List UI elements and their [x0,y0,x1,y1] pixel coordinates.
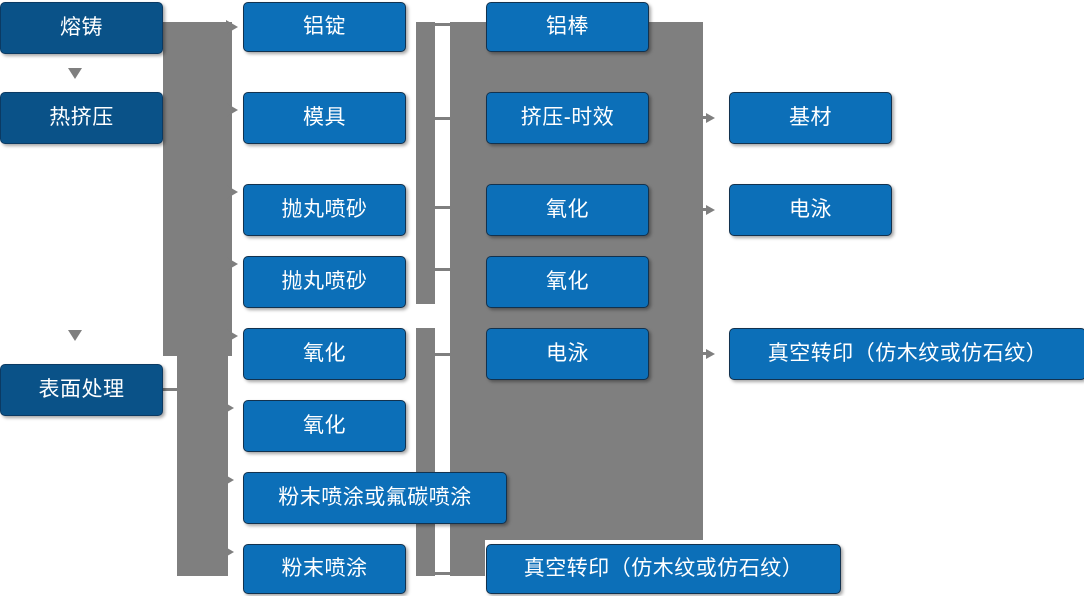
arrow-down-extrude-to-surface [68,330,82,341]
arrow-stub-output-1 [700,116,709,119]
process-label-electrophoresis: 电泳 [546,342,589,366]
process-box-vacuum-transfer-printing[interactable]: 真空转印（仿木纹或仿石纹） [486,544,841,594]
connector-middle-narrow-bar-upper [416,22,435,304]
input-box-mold[interactable]: 模具 [243,92,406,144]
process-label-vacuum-transfer-printing: 真空转印（仿木纹或仿石纹） [523,557,804,581]
arrow-to-input-5 [226,329,238,343]
arrow-to-output-3 [706,349,715,359]
arrow-to-input-8 [222,545,234,559]
input-label-shot-blasting-1: 抛丸喷砂 [281,198,368,222]
arrow-to-input-6 [222,401,234,415]
input-label-shot-blasting-2: 抛丸喷砂 [281,270,368,294]
arrow-to-input-4 [226,257,238,271]
stage-label-melting-casting: 熔铸 [60,16,103,40]
input-box-aluminum-ingot[interactable]: 铝锭 [243,2,406,52]
link-middle-5 [435,353,457,356]
input-box-powder-or-fluorocarbon-coating[interactable]: 粉末喷涂或氟碳喷涂 [243,472,507,524]
output-box-vacuum-transfer-printing[interactable]: 真空转印（仿木纹或仿石纹） [729,328,1084,380]
process-label-extrusion-aging: 挤压-时效 [520,106,615,130]
stage-label-surface-treatment: 表面处理 [38,378,125,402]
link-middle-6 [435,572,457,575]
input-box-powder-coating[interactable]: 粉末喷涂 [243,544,406,594]
output-label-base-material: 基材 [789,106,832,130]
connector-left-main-bar [163,22,232,356]
link-middle-1 [435,23,457,26]
stage-label-hot-extrusion: 热挤压 [49,106,114,130]
process-box-anodizing-1[interactable]: 氧化 [486,184,649,236]
connector-left-lower-bar [177,356,228,576]
stage-box-surface-treatment[interactable]: 表面处理 [0,364,163,416]
process-box-anodizing-2[interactable]: 氧化 [486,256,649,308]
input-label-powder-or-fluorocarbon-coating: 粉末喷涂或氟碳喷涂 [278,486,472,510]
process-box-extrusion-aging[interactable]: 挤压-时效 [486,92,649,144]
input-label-anodizing-2: 氧化 [303,414,346,438]
process-box-electrophoresis[interactable]: 电泳 [486,328,649,380]
input-label-powder-coating: 粉末喷涂 [281,557,368,581]
input-label-mold: 模具 [303,106,346,130]
arrow-to-output-1 [706,113,715,123]
connector-surface-to-bar [163,388,185,391]
stage-box-hot-extrusion[interactable]: 热挤压 [0,92,163,144]
process-label-anodizing-1: 氧化 [546,198,589,222]
input-box-anodizing-1[interactable]: 氧化 [243,328,406,380]
process-label-aluminum-bar: 铝棒 [546,15,589,39]
arrow-stub-output-2 [700,208,709,211]
process-label-anodizing-2: 氧化 [546,270,589,294]
arrow-to-input-2 [226,103,238,117]
connector-process-block-tail [450,540,485,576]
arrow-to-input-7 [222,473,234,487]
arrow-stub-output-3 [700,352,709,355]
input-box-shot-blasting-1[interactable]: 抛丸喷砂 [243,184,406,236]
arrow-to-output-2 [706,205,715,215]
arrow-to-input-1 [226,20,238,34]
input-box-anodizing-2[interactable]: 氧化 [243,400,406,452]
output-label-electrophoresis: 电泳 [789,198,832,222]
input-label-aluminum-ingot: 铝锭 [303,15,346,39]
output-box-electrophoresis[interactable]: 电泳 [729,184,892,236]
input-label-anodizing-1: 氧化 [303,342,346,366]
input-box-shot-blasting-2[interactable]: 抛丸喷砂 [243,256,406,308]
stage-box-melting-casting[interactable]: 熔铸 [0,2,163,54]
link-middle-3 [435,206,457,209]
arrow-down-melt-to-extrude [68,68,82,79]
link-middle-2 [435,117,457,120]
output-label-vacuum-transfer-printing: 真空转印（仿木纹或仿石纹） [767,342,1048,366]
link-middle-4 [435,268,457,271]
connector-middle-narrow-bar-lower [416,328,435,576]
arrow-to-input-3 [226,185,238,199]
output-box-base-material[interactable]: 基材 [729,92,892,144]
process-box-aluminum-bar[interactable]: 铝棒 [486,2,649,52]
